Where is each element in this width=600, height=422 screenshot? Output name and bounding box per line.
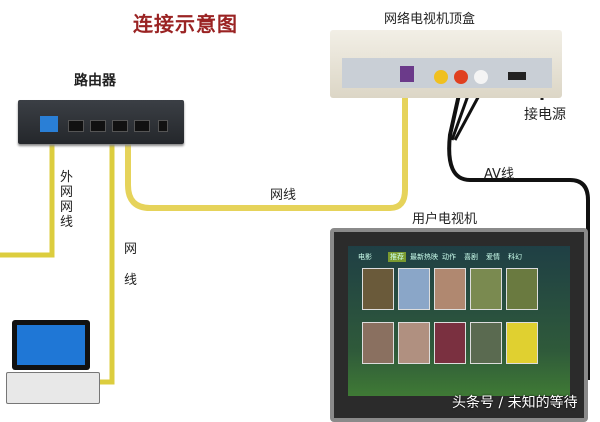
set-top-box: [330, 30, 562, 98]
laptop-cable-label: 网 线: [124, 242, 138, 288]
poster: [434, 268, 466, 310]
poster: [434, 322, 466, 364]
wan-port: [40, 116, 58, 132]
wan-cable-label: 外 网 网 线: [60, 170, 74, 230]
router-stb-cable-label: 网线: [270, 188, 297, 203]
router-label: 路由器: [74, 73, 116, 89]
ethernet-port: [400, 66, 414, 82]
poster: [506, 322, 538, 364]
av-cable: [447, 89, 590, 380]
lan-port: [68, 120, 84, 132]
laptop-display: [17, 325, 85, 365]
poster: [470, 322, 502, 364]
wan-cable: [0, 135, 55, 258]
power-port: [158, 120, 168, 132]
poster: [398, 268, 430, 310]
poster: [398, 322, 430, 364]
poster: [362, 322, 394, 364]
router: [18, 100, 184, 144]
poster: [362, 268, 394, 310]
tv-label: 用户电视机: [412, 212, 478, 227]
poster: [506, 268, 538, 310]
power-label: 接电源: [524, 107, 566, 123]
poster: [470, 268, 502, 310]
laptop-keyboard: [6, 372, 100, 404]
laptop: [12, 320, 90, 370]
rca-red: [454, 70, 468, 84]
watermark: 头条号 / 未知的等待: [452, 395, 578, 411]
av-cable-label: AV线: [484, 167, 514, 182]
rca-yellow: [434, 70, 448, 84]
stb-label: 网络电视机顶盒: [384, 12, 476, 27]
hdmi-port: [508, 72, 526, 80]
lan-port: [112, 120, 128, 132]
lan-port: [90, 120, 106, 132]
lan-port: [134, 120, 150, 132]
user-tv: 电影 推荐 最新热映 动作 喜剧 爱情 科幻: [330, 228, 588, 422]
diagram-title: 连接示意图: [133, 12, 238, 36]
rca-white: [474, 70, 488, 84]
tv-screen: 电影 推荐 最新热映 动作 喜剧 爱情 科幻: [348, 246, 570, 396]
laptop-cable: [96, 135, 115, 385]
router-stb-cable: [125, 80, 408, 211]
